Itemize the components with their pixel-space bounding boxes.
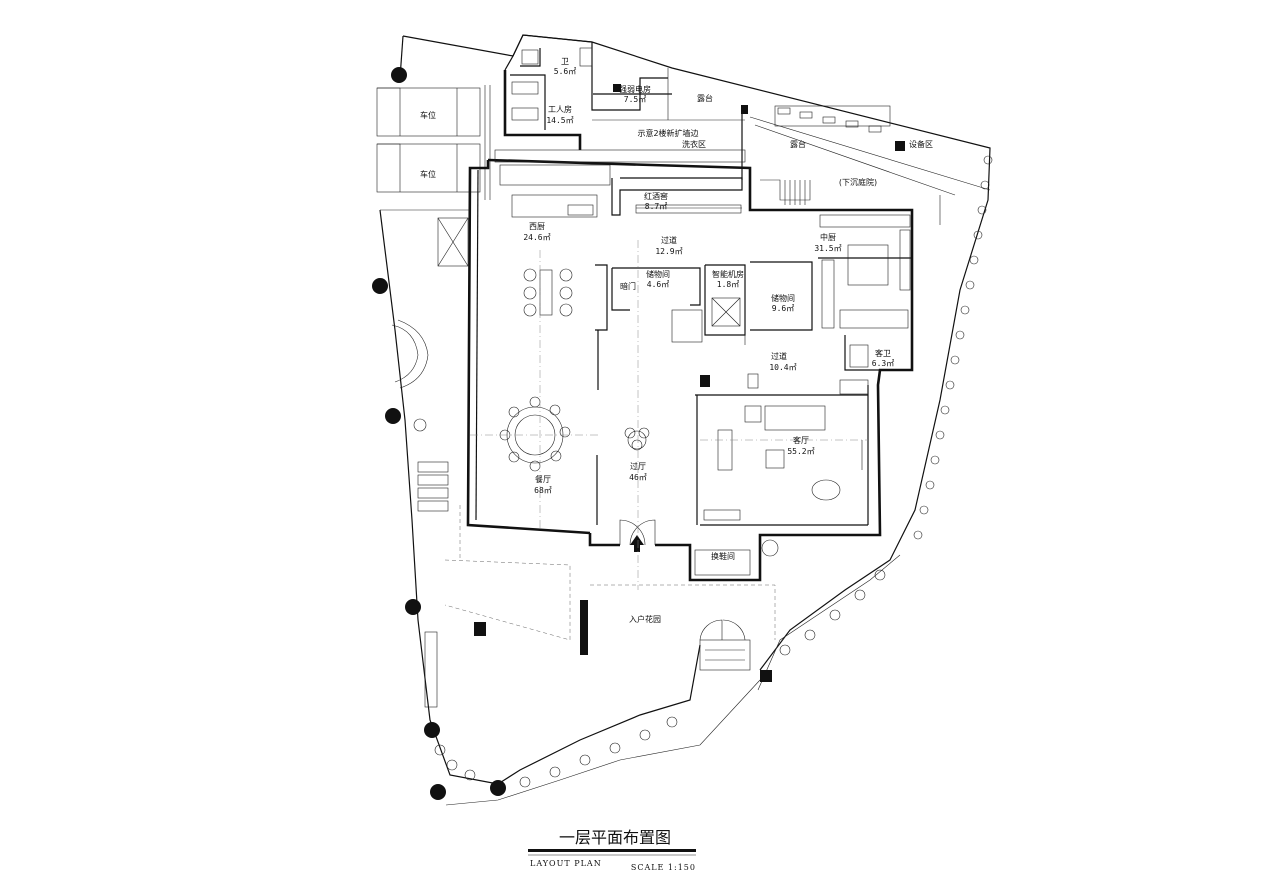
title-block: 一层平面布置图 LAYOUT PLAN SCALE 1:150 [528,828,696,872]
parking-label-1: 车位 [420,110,436,120]
hall-area: 46㎡ [629,473,647,482]
hall-name: 过厅 [630,461,646,471]
corridor-2-name: 过道 [771,351,787,361]
plan-scale: SCALE 1:150 [631,863,696,872]
worker-room-area: 14.5㎡ [546,116,573,125]
dining-room-area: 68㎡ [534,486,552,495]
corridor-1-name: 过道 [661,235,677,245]
worker-room-name: 工人房 [548,104,572,114]
service-wing [503,34,991,225]
entrance-arrow [630,535,644,552]
dark-door-name: 暗门 [620,281,636,291]
wc-small-area: 5.6㎡ [554,67,576,76]
plan-subtitle: LAYOUT PLAN [530,859,602,868]
smart-room-name: 智能机房 [712,269,744,279]
power-room-name: 强弱电房 [619,84,651,94]
storage-2-area: 9.6㎡ [772,304,794,313]
smart-room-area: 1.8㎡ [717,280,739,289]
sunken-court-name: (下沉庭院) [839,177,877,187]
wine-cellar-area: 8.7㎡ [645,202,667,211]
furniture [499,268,863,576]
dining-room-name: 餐厅 [535,475,551,484]
left-garden [380,209,470,708]
chinese-kitchen-area: 31.5㎡ [814,244,841,253]
corridor-1-area: 12.9㎡ [655,247,682,256]
hedge [434,155,993,788]
power-room-area: 7.5㎡ [624,95,646,104]
axis-lines [470,240,868,590]
laundry-note: 示意2楼新扩墙边 [637,128,698,138]
guest-wc-area: 6.3㎡ [872,359,894,368]
trees [372,67,779,800]
wine-cellar-name: 红酒窖 [644,191,668,201]
western-kitchen-name: 西厨 [529,222,545,231]
counters [494,149,746,218]
parking-area [376,85,491,200]
storage-1-area: 4.6㎡ [647,280,669,289]
entry-garden-name: 入户花园 [629,614,661,624]
living-room-name: 客厅 [793,435,809,445]
guest-wc-name: 客卫 [875,348,891,358]
plan-title: 一层平面布置图 [559,828,671,847]
interior-walls [595,214,912,525]
western-kitchen-area: 24.6㎡ [523,233,550,242]
corridor-2-area: 10.4㎡ [769,363,796,372]
parking-label-2: 车位 [420,169,436,179]
equipment-name: 设备区 [909,139,933,149]
shoe-room-name: 换鞋间 [711,551,735,561]
terrace-top-name: 露台 [697,93,713,103]
room-labels: 卫 5.6㎡ 强弱电房 7.5㎡ 工人房 14.5㎡ 露台 露台 设备区 (下沉… [420,57,933,624]
terrace-right-name: 露台 [790,139,806,149]
doors [619,519,751,671]
storage-1-name: 储物间 [646,269,670,279]
exterior-walls [466,158,914,582]
living-room-area: 55.2㎡ [787,447,814,456]
chinese-kitchen-name: 中厨 [820,232,836,242]
wc-small-name: 卫 [561,57,569,66]
laundry-name: 洗衣区 [682,139,706,149]
storage-2-name: 储物间 [771,293,795,303]
